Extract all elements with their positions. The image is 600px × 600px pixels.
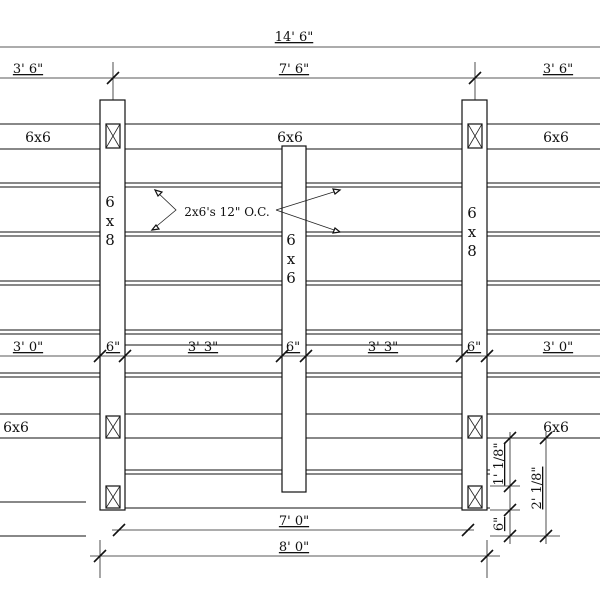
post-right-size-2: x (468, 223, 477, 241)
right-overhang-label: 3' 6" (543, 62, 573, 77)
inner-left-span-label: 3' 3" (188, 340, 218, 355)
rafter-callout: 2x6's 12" O.C. (150, 188, 342, 234)
post-center-width-label: 6" (286, 340, 300, 355)
post-right (461, 99, 488, 511)
left-overhang-label: 3' 6" (13, 62, 43, 77)
beam-center-label: 6x6 (277, 130, 303, 146)
post-base-label: 6" (492, 517, 507, 531)
post-right-size-1: 6 (467, 204, 477, 222)
post-left (99, 99, 126, 511)
post-left-width-label: 6" (106, 340, 120, 355)
post-center-size-3: 6 (286, 269, 296, 287)
left-setback-label: 3' 0" (13, 340, 43, 355)
beam-left-label: 6x6 (25, 130, 51, 146)
rafter-spec-label: 2x6's 12" O.C. (184, 205, 269, 219)
inner-depth-label: 7' 0" (279, 514, 309, 529)
mid-dimensions: 3' 0" 6" 3' 3" 6" 3' 3" 6" 3' 0" (0, 340, 600, 363)
beam-labels: 6x6 6x6 6x6 6x6 6x6 (3, 130, 569, 436)
lower-beam-left-label: 6x6 (3, 420, 29, 436)
bottom-dimensions: 7' 0" 8' 0" (90, 514, 500, 578)
post-left-size-1: 6 (105, 193, 115, 211)
post-right-size-3: 8 (467, 242, 477, 260)
overall-depth-label: 8' 0" (279, 540, 309, 555)
right-setback-label: 3' 0" (543, 340, 573, 355)
overall-width-label: 14' 6" (275, 30, 314, 45)
post-right-width-label: 6" (467, 340, 481, 355)
post-left-size-2: x (106, 212, 115, 230)
inner-right-span-label: 3' 3" (368, 340, 398, 355)
post-center-size-2: x (287, 250, 296, 268)
overall-width-dimension: 14' 6" (0, 30, 600, 48)
center-span-label: 7' 6" (279, 62, 309, 77)
lower-beam-right-label: 6x6 (543, 420, 569, 436)
post-center (281, 145, 307, 493)
post-center-size-1: 6 (286, 231, 296, 249)
beam-right-label: 6x6 (543, 130, 569, 146)
vertical-dimensions: 1' 1/8" 6" 2' 1/8" (490, 431, 560, 544)
rise-1-label: 1' 1/8" (492, 443, 507, 486)
post-left-size-3: 8 (105, 231, 115, 249)
post-size-labels: 6 x 8 6 x 6 6 x 8 (105, 193, 477, 287)
rise-2-label: 2' 1/8" (530, 467, 545, 510)
top-dimensions: 3' 6" 7' 6" 3' 6" (0, 62, 600, 100)
